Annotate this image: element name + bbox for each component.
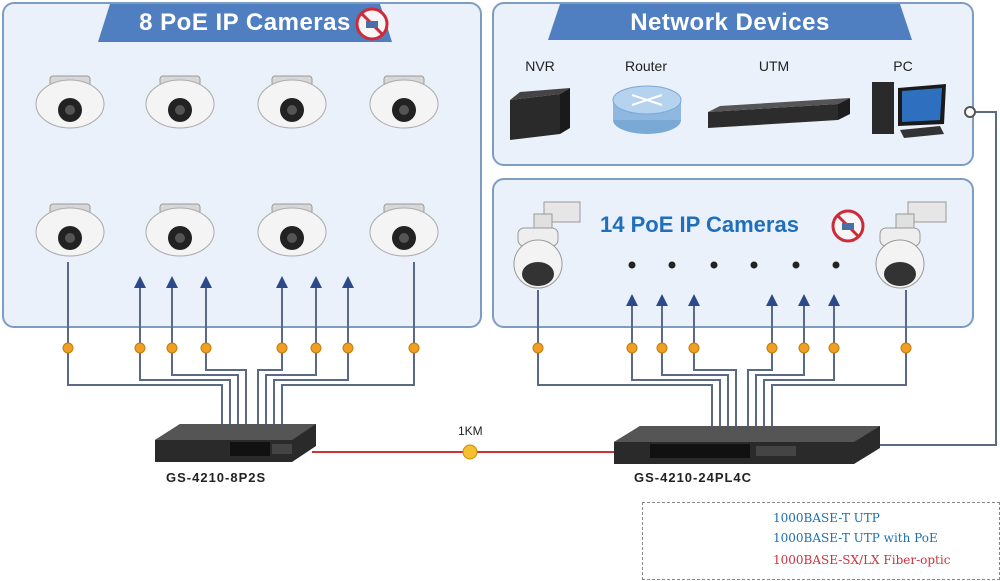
dome-cameras-left [35,75,439,257]
dome-camera [369,203,439,257]
camera-badge-icon [831,209,865,243]
router-icon [612,85,682,134]
pc-port-connector [964,106,976,118]
dome-camera [145,203,215,257]
legend-fiber: 1000BASE-SX/LX Fiber-optic [773,553,951,567]
right-cameras-title: 14 PoE IP Cameras [600,212,799,237]
device-label-nvr: NVR [525,58,555,74]
legend-box: 1000BASE-T UTP 1000BASE-T UTP with PoE 1… [642,502,1000,580]
ptz-camera-right [875,201,947,289]
poe-markers [62,342,912,354]
dome-camera [369,75,439,129]
switch-left-icon [155,424,316,462]
switch-right-label: GS-4210-24PL4C [634,470,753,485]
link-distance-label: 1KM [458,424,483,438]
pc-icon [872,82,946,138]
switch-right-icon [614,426,880,464]
left-title-tab [98,4,392,42]
dome-camera [35,203,105,257]
device-label-utm: UTM [758,58,790,74]
legend-utp: 1000BASE-T UTP [773,511,880,525]
nvr-icon [510,88,570,140]
dome-camera [257,75,327,129]
camera-badge-icon [355,7,389,41]
switch-left-label: GS-4210-8P2S [166,470,267,485]
dome-camera [257,203,327,257]
fiber-marker [462,444,478,460]
left-cameras-panel [2,2,482,328]
devices-title-tab [548,4,912,40]
ptz-camera-left [513,201,581,289]
ellipsis-dots [628,261,840,269]
right-switch-cables [537,111,997,446]
dome-camera [35,75,105,129]
up-arrows-right [626,294,840,306]
device-label-pc: PC [893,58,913,74]
left-panel-title-text: 8 PoE IP Cameras [139,9,351,36]
legend-utp-poe: 1000BASE-T UTP with PoE [773,531,938,545]
network-devices-title: Network Devices [630,9,830,36]
left-switch-cables [67,262,415,438]
device-label-router: Router [624,58,668,74]
utm-icon [708,98,850,128]
up-arrows-left [134,276,354,288]
dome-camera [145,75,215,129]
